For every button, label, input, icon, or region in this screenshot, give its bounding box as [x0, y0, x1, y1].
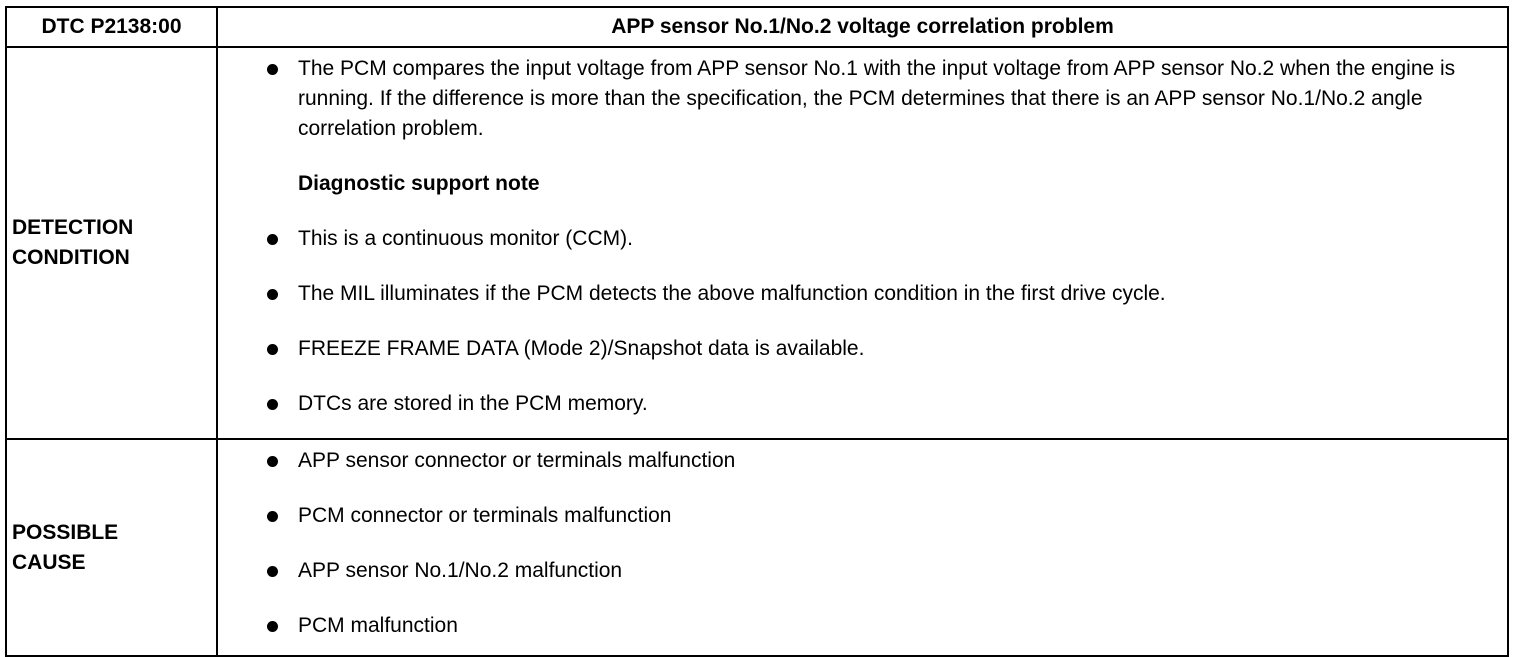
list-item-text: APP sensor connector or terminals malfun…: [298, 449, 736, 472]
list-item: PCM connector or terminals malfunction: [267, 501, 1477, 531]
possible-cause-label: POSSIBLE CAUSE: [5, 438, 218, 657]
list-item: This is a continuous monitor (CCM).: [267, 224, 1477, 254]
dtc-code-cell: DTC P2138:00: [5, 6, 218, 48]
dtc-title-cell: APP sensor No.1/No.2 voltage correlation…: [216, 6, 1509, 48]
dtc-table: DTC P2138:00 APP sensor No.1/No.2 voltag…: [5, 6, 1509, 657]
list-item: DTCs are stored in the PCM memory.: [267, 389, 1477, 419]
bullet-icon: [267, 621, 278, 632]
label-line: CONDITION: [12, 246, 130, 269]
list-item: APP sensor No.1/No.2 malfunction: [267, 556, 1477, 586]
list-item-text: The PCM compares the input voltage from …: [298, 57, 1456, 140]
list-item-text: DTCs are stored in the PCM memory.: [298, 392, 648, 415]
list-item-text: The MIL illuminates if the PCM detects t…: [298, 282, 1166, 305]
diagnostic-note-heading: Diagnostic support note: [298, 172, 540, 195]
list-item-text: This is a continuous monitor (CCM).: [298, 227, 633, 250]
label-line: DETECTION: [12, 216, 134, 239]
list-item: FREEZE FRAME DATA (Mode 2)/Snapshot data…: [267, 334, 1477, 364]
list-item: APP sensor connector or terminals malfun…: [267, 446, 1477, 476]
possible-cause-content: APP sensor connector or terminals malfun…: [216, 438, 1509, 657]
bullet-icon: [267, 344, 278, 355]
label-line: CAUSE: [12, 550, 86, 574]
bullet-icon: [267, 234, 278, 245]
list-item: PCM malfunction: [267, 611, 1477, 641]
list-item: The MIL illuminates if the PCM detects t…: [267, 279, 1477, 309]
possible-cause-row: POSSIBLE CAUSE APP sensor connector or t…: [5, 438, 1509, 657]
list-item-text: PCM connector or terminals malfunction: [298, 504, 672, 527]
bullet-icon: [267, 456, 278, 467]
detection-condition-row: DETECTION CONDITION The PCM compares the…: [5, 46, 1509, 440]
detection-condition-label: DETECTION CONDITION: [5, 46, 218, 440]
bullet-icon: [267, 511, 278, 522]
bullet-icon: [267, 399, 278, 410]
list-item: The PCM compares the input voltage from …: [267, 54, 1477, 144]
label-line: POSSIBLE: [12, 520, 119, 544]
detection-condition-content: The PCM compares the input voltage from …: [216, 46, 1509, 440]
list-item-text: APP sensor No.1/No.2 malfunction: [298, 559, 623, 582]
bullet-icon: [267, 566, 278, 577]
page: DTC P2138:00 APP sensor No.1/No.2 voltag…: [5, 6, 1509, 657]
list-item-text: FREEZE FRAME DATA (Mode 2)/Snapshot data…: [298, 337, 865, 360]
header-row: DTC P2138:00 APP sensor No.1/No.2 voltag…: [5, 6, 1509, 48]
bullet-icon: [267, 289, 278, 300]
list-item-text: PCM malfunction: [298, 614, 458, 637]
bullet-icon: [267, 64, 278, 75]
